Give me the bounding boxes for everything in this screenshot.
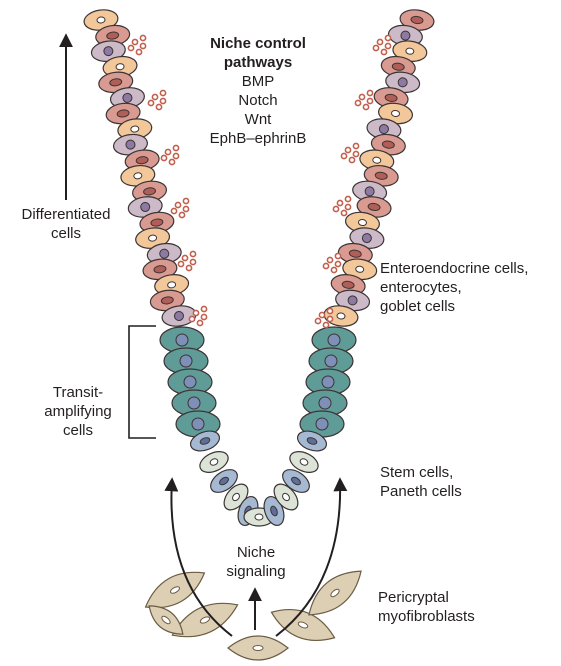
granule <box>165 149 170 154</box>
granule <box>319 312 324 317</box>
granule <box>331 267 336 272</box>
granule <box>323 263 328 268</box>
granule <box>179 212 184 217</box>
granule <box>128 45 133 50</box>
granule <box>359 94 364 99</box>
granule <box>171 208 176 213</box>
crypt-base <box>188 427 329 528</box>
granule <box>136 49 141 54</box>
myofibroblast <box>301 561 370 625</box>
granule <box>182 255 187 260</box>
granule <box>363 104 368 109</box>
granule <box>345 147 350 152</box>
granule <box>373 45 378 50</box>
granule <box>353 143 358 148</box>
granule <box>132 39 137 44</box>
granule <box>341 210 346 215</box>
granule <box>201 314 206 319</box>
bracket-icon <box>129 326 156 438</box>
granule <box>148 100 153 105</box>
granule <box>183 206 188 211</box>
granule <box>197 320 202 325</box>
granule <box>140 43 145 48</box>
granule <box>385 35 390 40</box>
granule <box>327 257 332 262</box>
granule <box>189 316 194 321</box>
granule <box>349 157 354 162</box>
granule <box>161 155 166 160</box>
granule <box>367 90 372 95</box>
granule <box>345 196 350 201</box>
granule <box>335 253 340 258</box>
transit-label: Transit- amplifying cells <box>30 383 126 440</box>
granule <box>173 145 178 150</box>
granule <box>193 310 198 315</box>
granule <box>345 204 350 209</box>
granule <box>327 316 332 321</box>
granule <box>160 90 165 95</box>
stem-label: Stem cells, Paneth cells <box>380 463 462 501</box>
pathway-notch: Notch <box>188 91 328 110</box>
myofibroblast <box>228 636 288 660</box>
pathway-wnt: Wnt <box>188 110 328 129</box>
granule <box>381 49 386 54</box>
niche-signaling-label: Niche signaling <box>221 543 291 581</box>
granule <box>315 318 320 323</box>
granule <box>186 265 191 270</box>
niche-heading: Niche control pathways <box>188 34 328 72</box>
granule <box>341 153 346 158</box>
granule <box>327 308 332 313</box>
granule <box>377 39 382 44</box>
granule <box>355 100 360 105</box>
pathway-list: BMP Notch Wnt EphB–ephrinB <box>188 72 328 148</box>
enteroendocrine-label: Enteroendocrine cells, enterocytes, gobl… <box>380 259 528 316</box>
pericryptal-label: Pericryptal myofibroblasts <box>378 588 475 626</box>
granule <box>333 206 338 211</box>
granule <box>178 261 183 266</box>
granule <box>169 159 174 164</box>
granule <box>323 322 328 327</box>
granule <box>201 306 206 311</box>
granule <box>152 94 157 99</box>
granule <box>337 200 342 205</box>
differentiated-label: Differentiated cells <box>2 205 130 243</box>
granule <box>335 261 340 266</box>
pathway-ephb: EphB–ephrinB <box>188 129 328 148</box>
granule <box>173 153 178 158</box>
granule <box>190 251 195 256</box>
granule <box>140 35 145 40</box>
granule <box>190 259 195 264</box>
pathway-bmp: BMP <box>188 72 328 91</box>
granule <box>175 202 180 207</box>
granule <box>353 151 358 156</box>
granule <box>160 98 165 103</box>
granule <box>367 98 372 103</box>
granule <box>156 104 161 109</box>
granule <box>183 198 188 203</box>
granule <box>385 43 390 48</box>
